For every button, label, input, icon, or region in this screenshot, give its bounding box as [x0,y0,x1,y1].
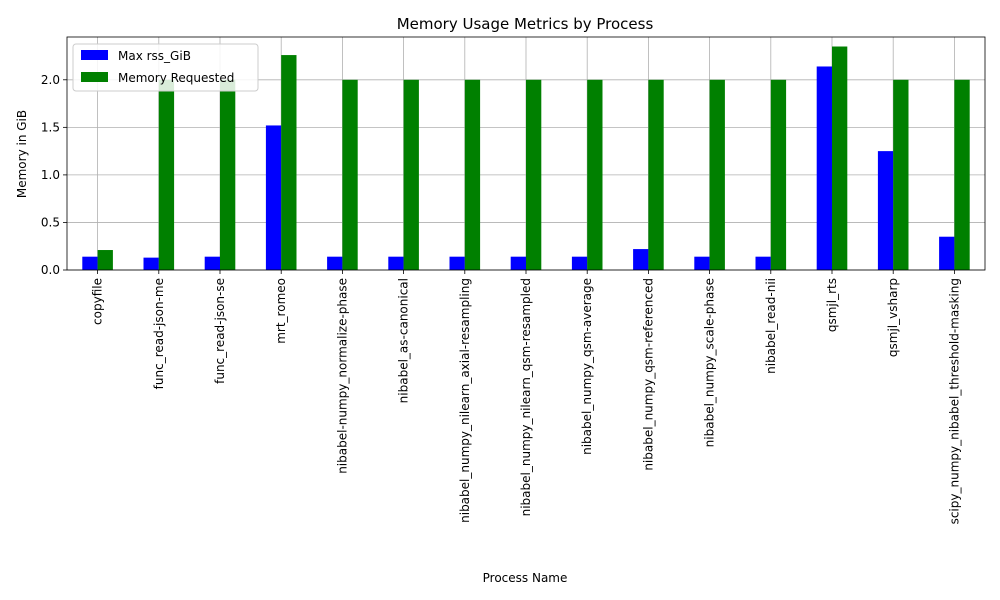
x-tick-label: nibabel_numpy_nilearn_qsm-resampled [519,278,533,516]
y-axis-title: Memory in GiB [15,110,29,198]
legend-swatch-memory-requested [81,72,108,82]
x-tick-label: copyfile [91,278,105,325]
bar-max-rss [143,257,159,270]
bar-max-rss [755,256,771,270]
bar-max-rss [816,66,832,271]
x-tick-label: func_read-json-se [213,278,227,384]
x-tick-label: nibabel_numpy_nilearn_axial-resampling [458,278,472,523]
y-tick-label: 1.0 [41,168,60,182]
bar-memory-requested [342,79,358,270]
chart-title: Memory Usage Metrics by Process [397,15,654,33]
bar-max-rss [877,151,894,270]
bar-memory-requested [709,79,725,270]
bar-memory-requested [526,79,542,270]
y-tick-label: 0.5 [41,215,60,229]
bar-max-rss [571,256,588,270]
bar-memory-requested [281,55,297,270]
y-tick-label: 2.0 [41,73,60,87]
bars-layer [82,46,970,271]
bar-memory-requested [770,79,787,270]
x-tick-label: nibabel_numpy_qsm-average [580,278,594,455]
y-ticks-layer: 0.0 0.5 1.0 1.5 2.0 [41,73,67,277]
x-tick-label: nibabel_read-nii [764,278,778,374]
legend-label-memory-requested: Memory Requested [118,71,234,85]
legend-frame [72,43,259,92]
bar-memory-requested [648,79,664,270]
bar-max-rss [939,236,955,270]
bar-max-rss [388,256,404,270]
bar-memory-requested [893,79,909,270]
legend-label-max-rss: Max rss_GiB [118,49,191,63]
y-tick-label: 1.5 [41,120,60,134]
bar-max-rss [204,256,220,270]
x-tick-label: mrt_romeo [274,278,288,344]
bar-memory-requested [587,79,603,270]
bar-max-rss [265,125,282,270]
bar-max-rss [449,256,465,270]
bar-memory-requested [158,79,175,270]
x-tick-label: qsmjl_rts [825,278,839,332]
bar-memory-requested [954,79,970,270]
x-ticks-layer: copyfile func_read-json-me func_read-json-… [91,270,961,524]
x-tick-label: nibabel-numpy_normalize-phase [335,278,349,474]
x-tick-label: func_read-json-me [152,278,166,389]
y-tick-label: 0.0 [41,263,60,277]
bar-memory-requested [97,250,113,270]
bar-memory-requested [832,46,848,270]
bar-max-rss [694,256,710,270]
x-tick-label: qsmjl_vsharp [886,278,900,357]
bar-memory-requested [220,79,236,270]
bar-memory-requested [464,79,481,270]
x-tick-label: scipy_numpy_nibabel_threshold-masking [947,278,961,524]
bar-memory-requested [403,79,419,270]
bar-max-rss [633,249,649,270]
bar-max-rss [327,256,343,270]
bar-max-rss [510,256,526,270]
x-axis-title: Process Name [483,571,568,585]
legend-swatch-max-rss [81,50,108,60]
x-tick-label: nibabel_numpy_scale-phase [703,278,717,447]
legend: Max rss_GiB Memory Requested [72,43,259,92]
bar-max-rss [82,256,98,270]
x-tick-label: nibabel_as-canonical [397,278,411,403]
x-tick-label: nibabel_numpy_qsm-referenced [641,278,655,471]
